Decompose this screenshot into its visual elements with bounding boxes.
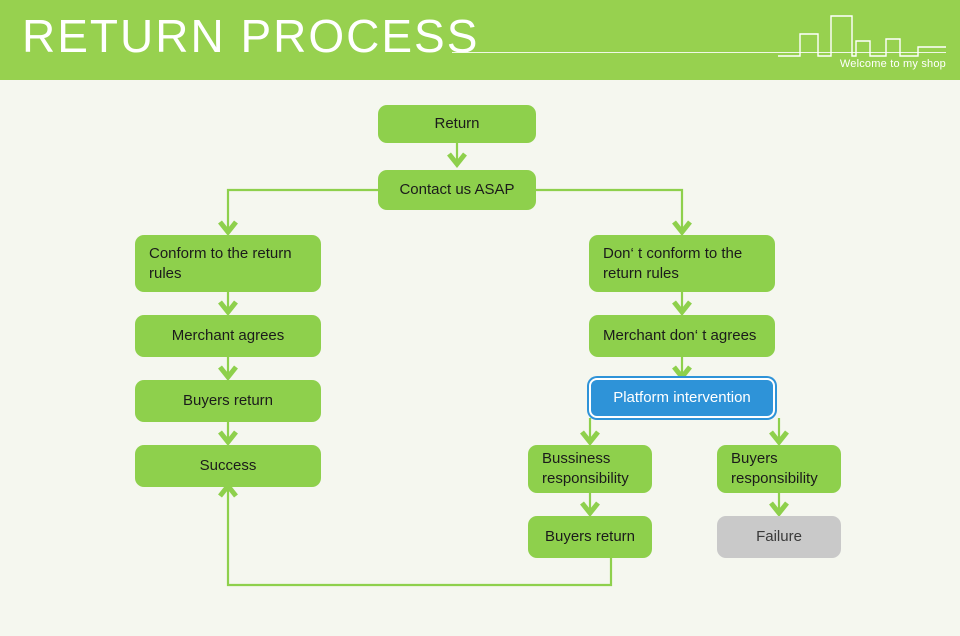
page-header: RETURN PROCESS Welcome to my shop <box>0 0 960 80</box>
node-conform-to-return-rules[interactable]: Conform to the return rules <box>135 235 321 292</box>
page-title: RETURN PROCESS <box>22 10 480 62</box>
city-skyline-icon <box>778 14 946 63</box>
node-buyers-responsibility-label: Buyers responsibility <box>731 450 818 487</box>
node-contact-us-asap-label: Contact us ASAP <box>399 181 515 198</box>
flow-connectors <box>218 143 789 587</box>
node-buyers-return-right[interactable]: Buyers return <box>528 516 652 558</box>
node-return[interactable]: Return <box>378 105 536 143</box>
node-merchant-dont-agrees[interactable]: Merchant don‘ t agrees <box>589 315 775 357</box>
arrowhead-down-notconform-merchantnot <box>672 300 692 317</box>
node-merchant-dont-agrees-label: Merchant don‘ t agrees <box>603 327 757 344</box>
node-buyers-return-left-label: Buyers return <box>182 392 274 409</box>
arrowhead-down-buyersreturn-success <box>218 430 238 447</box>
flowchart-canvas: Return Contact us ASAP Conform to the re… <box>0 80 960 636</box>
node-merchant-agrees[interactable]: Merchant agrees <box>135 315 321 357</box>
arrowhead-down-platform-buyersresp <box>769 430 789 447</box>
arrowhead-down-conform-merchant <box>218 300 238 317</box>
arrowhead-down-merchantnot-platform <box>672 365 692 382</box>
arrowhead-down-start-contact <box>447 152 467 169</box>
connector-feedback-loop-to-success <box>226 486 613 587</box>
node-success[interactable]: Success <box>135 445 321 487</box>
node-contact-us-asap[interactable]: Contact us ASAP <box>378 170 536 210</box>
node-buyers-return-right-label: Buyers return <box>544 528 636 545</box>
node-business-responsibility-label: Bussiness responsibility <box>542 450 629 487</box>
node-platform-intervention[interactable]: Platform intervention <box>589 378 775 418</box>
node-failure[interactable]: Failure <box>717 516 841 558</box>
node-merchant-agrees-label: Merchant agrees <box>171 327 285 344</box>
node-buyers-return-left[interactable]: Buyers return <box>135 380 321 422</box>
node-failure-label: Failure <box>756 528 802 545</box>
arrowhead-down-contact-notconform <box>672 220 692 237</box>
header-divider-line <box>452 52 946 53</box>
node-conform-to-return-rules-label: Conform to the return rules <box>149 244 292 282</box>
node-business-responsibility[interactable]: Bussiness responsibility <box>528 445 652 493</box>
arrowhead-down-business-buyersreturn <box>580 501 600 518</box>
arrowhead-down-platform-business <box>580 430 600 447</box>
node-dont-conform-to-return-rules-label: Don‘ t conform to the return rules <box>603 244 743 282</box>
node-success-label: Success <box>199 457 257 474</box>
arrowhead-down-merchant-buyersreturn <box>218 365 238 382</box>
node-platform-intervention-label: Platform intervention <box>613 389 751 406</box>
connector-contact-to-notconform <box>535 188 684 232</box>
header-tagline: Welcome to my shop <box>839 58 946 70</box>
node-buyers-responsibility[interactable]: Buyers responsibility <box>717 445 841 493</box>
arrowhead-down-buyersresp-failure <box>769 501 789 518</box>
node-dont-conform-to-return-rules[interactable]: Don‘ t conform to the return rules <box>589 235 775 292</box>
node-return-label: Return <box>434 115 480 132</box>
connector-contact-to-conform <box>226 188 380 232</box>
arrowhead-down-contact-conform <box>218 220 238 237</box>
